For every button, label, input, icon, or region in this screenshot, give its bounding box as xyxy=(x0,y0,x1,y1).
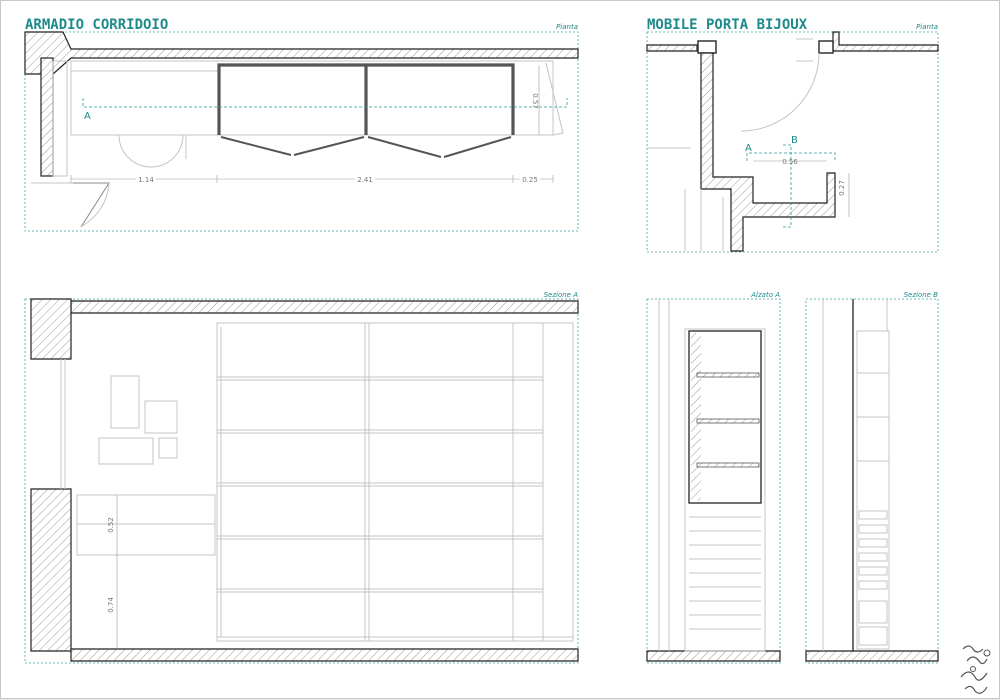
panel-frame-sezione-a xyxy=(24,298,579,664)
wall-picture-3 xyxy=(98,437,154,465)
wall-top xyxy=(24,31,579,75)
panel-alzato-a: Alzato A xyxy=(646,291,781,664)
panel-frame-sezione-b xyxy=(805,298,939,664)
alzato-side-hatch xyxy=(691,333,701,501)
dim-bg-2 xyxy=(355,175,375,183)
alzato-cabinet-upper xyxy=(688,330,762,504)
section-label-a-bijoux: A xyxy=(745,143,752,154)
dim-mid-text: 2.41 xyxy=(357,176,373,184)
wall-top-right xyxy=(832,31,939,52)
section-label-b-bijoux: B xyxy=(791,135,798,146)
panel-sezione-a: Sezione A 0.52 0.74 xyxy=(24,291,579,664)
panel-tag-alzato-a: Alzato A xyxy=(750,291,780,299)
panel-title-armadio: ARMADIO CORRIDOIO xyxy=(25,17,168,33)
panel-tag-sezione-b: Sezione B xyxy=(904,291,939,299)
wall-left-jamb xyxy=(40,57,54,177)
floor-slab xyxy=(70,648,579,662)
sezb-shelves xyxy=(857,372,889,462)
sezb-floor xyxy=(805,650,939,662)
dim-width-text: 0.56 xyxy=(782,158,798,166)
sezb-drawers xyxy=(858,510,888,646)
console-box xyxy=(76,494,216,556)
door-leaf-2 xyxy=(293,136,365,156)
section-label-a: A xyxy=(84,111,91,122)
dim-lower-text: 0.74 xyxy=(107,597,115,613)
cabinet-swing-arc xyxy=(118,134,184,168)
door-leaf-4 xyxy=(443,136,512,158)
wardrobe-elevation xyxy=(216,322,574,642)
wall-picture-4 xyxy=(158,437,178,459)
panel-title-bijoux: MOBILE PORTA BIJOUX xyxy=(647,17,808,33)
wall-top-left xyxy=(646,44,698,52)
door-swing-arc xyxy=(740,52,820,132)
door-hinge-right xyxy=(818,40,834,54)
door-leaf-1 xyxy=(220,136,292,156)
panel-tag-bijoux: Pianta xyxy=(916,23,938,31)
dim-left-text: 1.14 xyxy=(138,176,154,184)
door-leaf-3 xyxy=(367,136,442,158)
panel-armadio-corridoio: ARMADIO CORRIDOIO Pianta A 0.57 xyxy=(24,17,579,232)
alzato-floor xyxy=(646,650,781,662)
section-line-a xyxy=(82,98,568,108)
alzato-cabinet-outer xyxy=(684,328,766,652)
wall-picture-1 xyxy=(110,375,140,429)
signature-logo-icon xyxy=(960,645,991,694)
alzato-shelves xyxy=(696,372,760,468)
door-hinge-left xyxy=(697,40,717,54)
door-leaf-bottom xyxy=(73,182,110,228)
sezb-cabinet xyxy=(856,330,890,650)
panel-frame-armadio xyxy=(24,31,579,232)
panel-sezione-b: Sezione B xyxy=(805,291,939,664)
ceiling-slab xyxy=(70,300,579,314)
wall-left-upper xyxy=(30,298,72,360)
wall-picture-2 xyxy=(144,400,178,434)
dim-upper-text: 0.52 xyxy=(107,517,115,533)
panel-tag-armadio: Pianta xyxy=(556,23,578,31)
door-frame-left xyxy=(52,60,68,177)
panel-frame-bijoux xyxy=(646,31,939,253)
dim-bg-1 xyxy=(136,175,156,183)
panel-frame-alzato-a xyxy=(646,298,781,664)
cabinet-plan-outline xyxy=(70,60,554,136)
dim-depth-text: 0.57 xyxy=(531,93,539,109)
alzato-drawers xyxy=(689,516,761,630)
right-panel-edge xyxy=(545,62,564,136)
dim-bg-3 xyxy=(520,175,540,183)
wardrobe-shelves xyxy=(217,376,543,593)
panel-mobile-porta-bijoux: MOBILE PORTA BIJOUX Pianta A B 0.56 0.27 xyxy=(646,17,939,253)
dim-depth-text-bijoux: 0.27 xyxy=(838,180,846,196)
wall-left-lower xyxy=(30,488,72,652)
door-swing-bottom xyxy=(80,182,110,228)
panel-tag-sezione-a: Sezione A xyxy=(544,291,579,299)
dim-right-text: 0.25 xyxy=(522,176,538,184)
wall-l-shape xyxy=(700,52,836,252)
